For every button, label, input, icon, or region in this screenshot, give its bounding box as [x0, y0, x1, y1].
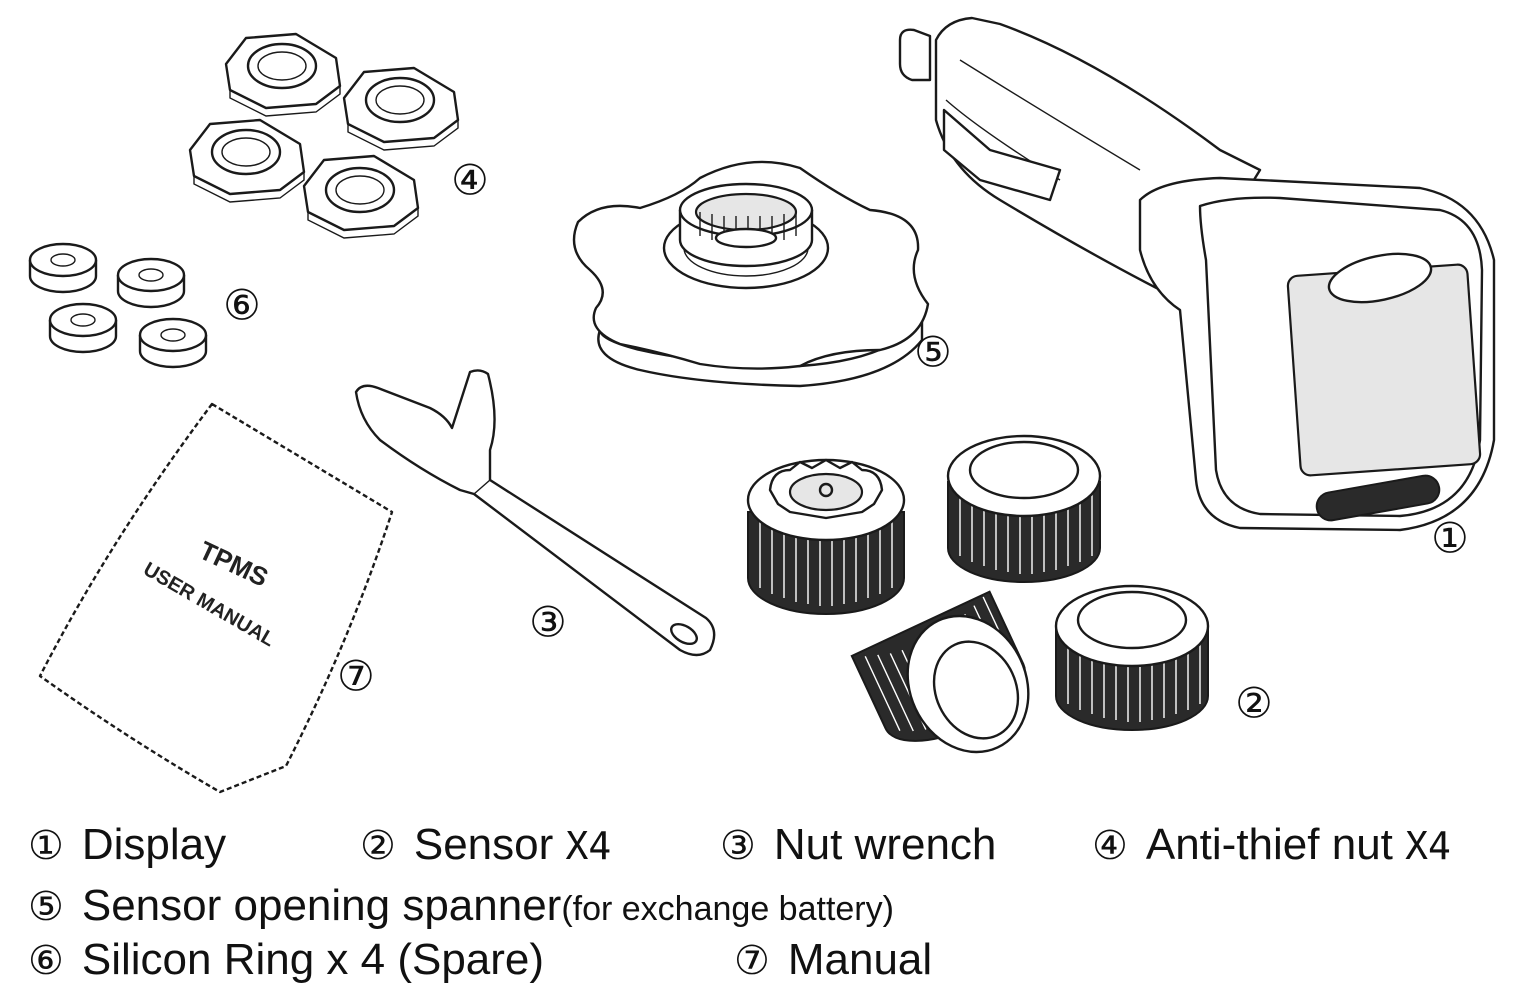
callout-4: ④ [451, 156, 489, 205]
legend-item-sensor: ② Sensor X4 [360, 815, 611, 876]
legend-item-silicon-ring: ⑥ Silicon Ring x 4 (Spare) [28, 930, 544, 991]
ring-2 [116, 257, 186, 309]
legend-row-3: ⑥ Silicon Ring x 4 (Spare) ⑦ Manual [0, 930, 1520, 990]
legend-item-spanner: ⑤ Sensor opening spanner(for exchange bat… [28, 876, 894, 939]
legend-label: Sensor [413, 820, 554, 869]
legend-label: Anti-thief nut [1145, 820, 1393, 869]
legend-label: Display [81, 820, 227, 869]
display-unit: ① [898, 16, 1496, 563]
ring-4 [138, 317, 208, 369]
sensors: ② [746, 434, 1273, 754]
ring-3 [48, 302, 118, 354]
callout-1: ① [1431, 514, 1469, 563]
legend-note: (for exchange battery) [561, 890, 894, 928]
legend-item-display: ① Display [28, 815, 226, 876]
sensor-closed-1 [946, 434, 1102, 583]
legend-item-manual: ⑦ Manual [734, 930, 932, 991]
silicon-rings: ⑥ [28, 242, 261, 369]
legend-label: Sensor opening spanner [81, 881, 562, 930]
ring-1 [28, 242, 98, 294]
legend-count: X4 [565, 824, 612, 868]
legend-row-2: ⑤ Sensor opening spanner(for exchange bat… [0, 876, 1520, 936]
nut-3 [188, 118, 306, 203]
legend-number: ③ [720, 823, 756, 869]
legend-row-1: ① Display ② Sensor X4 ③ Nut wrench ④ Anti-th… [0, 815, 1520, 875]
callout-3: ③ [529, 598, 567, 647]
legend-number: ④ [1092, 823, 1128, 869]
legend-item-nut-wrench: ③ Nut wrench [720, 815, 996, 876]
user-manual: TPMS USER MANUAL ⑦ [38, 402, 394, 794]
legend-number: ⑦ [734, 938, 770, 984]
callout-6: ⑥ [223, 281, 261, 330]
legend-number: ① [28, 823, 64, 869]
legend-number: ② [360, 823, 396, 869]
nut-2 [342, 66, 460, 151]
nut-4 [302, 154, 420, 239]
callout-7: ⑦ [337, 652, 375, 701]
legend-number: ⑥ [28, 938, 64, 984]
parts-illustration: ④ ⑥ [28, 16, 1496, 794]
legend-number: ⑤ [28, 884, 64, 930]
legend-item-anti-thief-nut: ④ Anti-thief nut X4 [1092, 815, 1451, 876]
sensor-closed-2 [1054, 584, 1210, 731]
sensor-open [746, 458, 906, 615]
anti-thief-nuts: ④ [188, 32, 489, 239]
nut-wrench: ③ [354, 369, 716, 657]
nut-1 [224, 32, 342, 117]
legend-count: X4 [1405, 824, 1451, 868]
callout-5: ⑤ [914, 328, 952, 377]
legend-label: Nut wrench [773, 820, 997, 869]
legend-label: Silicon Ring x 4 (Spare) [81, 935, 545, 984]
sensor-opening-spanner: ⑤ [572, 160, 952, 388]
callout-2: ② [1235, 679, 1273, 728]
legend-label: Manual [787, 935, 933, 984]
sensor-tilted [850, 590, 1030, 754]
